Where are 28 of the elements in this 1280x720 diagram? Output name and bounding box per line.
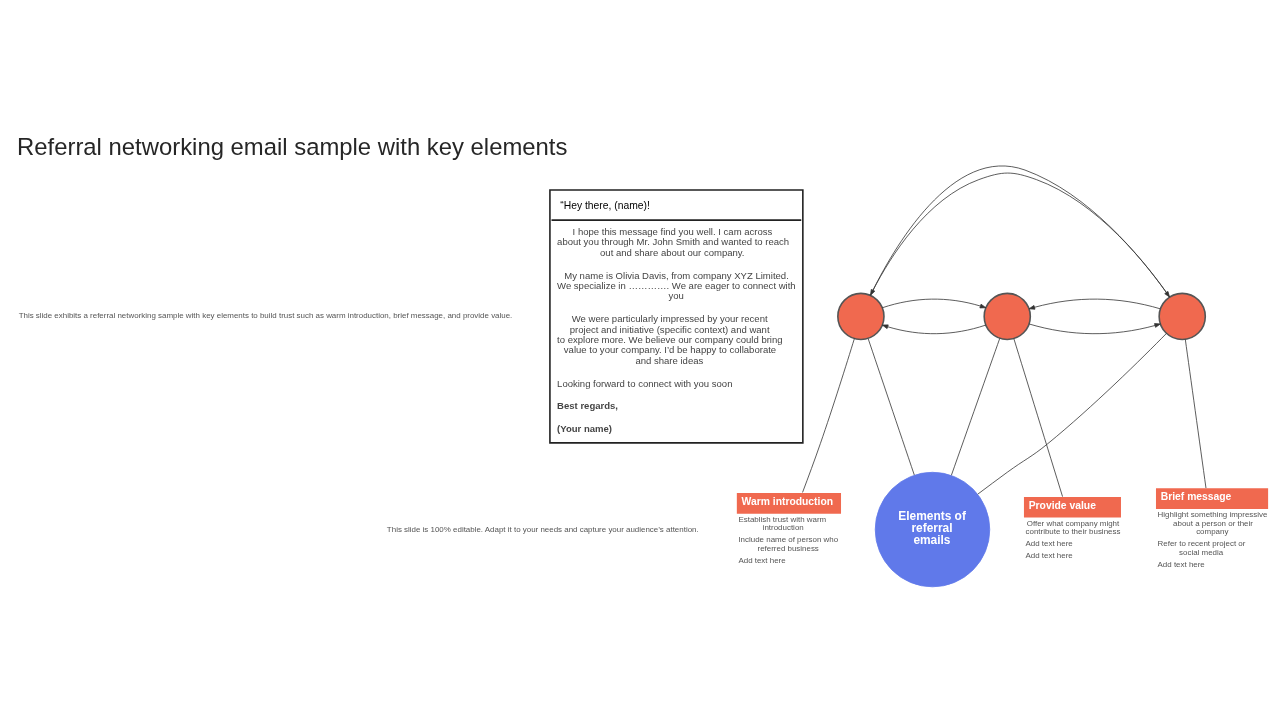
diagram-title: Referral networking email sample with key elements	[17, 133, 568, 161]
connector	[1013, 338, 1063, 497]
arrow	[1028, 323, 1161, 335]
node-box: Provide value	[1023, 496, 1121, 518]
node-circle	[837, 292, 885, 341]
node-label: Offer what company might contribute to their business	[1025, 518, 1121, 537]
node-label: Add text here	[738, 555, 786, 565]
node-label: Add text here	[1025, 551, 1073, 561]
arrow	[1028, 298, 1161, 310]
node-circle: Elements of referral emails	[874, 471, 991, 588]
arrow	[881, 324, 987, 335]
node-label: Add text here	[1025, 539, 1073, 549]
node-box: Warm introduction	[736, 492, 841, 514]
connector	[977, 332, 1167, 495]
node-label: Include name of person who referred business	[738, 535, 839, 554]
node-label: Establish trust with warm introduction	[738, 514, 827, 533]
connector	[867, 338, 915, 476]
node-label: Add text here	[1157, 559, 1205, 569]
label: This slide is 100% editable. Adapt it to your needs and capture your audience’s attention.	[386, 524, 699, 534]
connector	[802, 338, 855, 493]
connector	[1184, 339, 1207, 489]
label: This slide exhibits a referral networking sample with key elements to build trust such as warm introduction, brief message, and provide value.	[18, 311, 513, 321]
connector	[951, 337, 1001, 476]
node-circle	[983, 292, 1032, 341]
node-label: Highlight something impressive about a person or their company	[1157, 509, 1268, 537]
node-box: Brief message	[1156, 488, 1269, 509]
arrow	[881, 298, 987, 309]
node-label: Refer to recent project or social media	[1157, 539, 1246, 558]
